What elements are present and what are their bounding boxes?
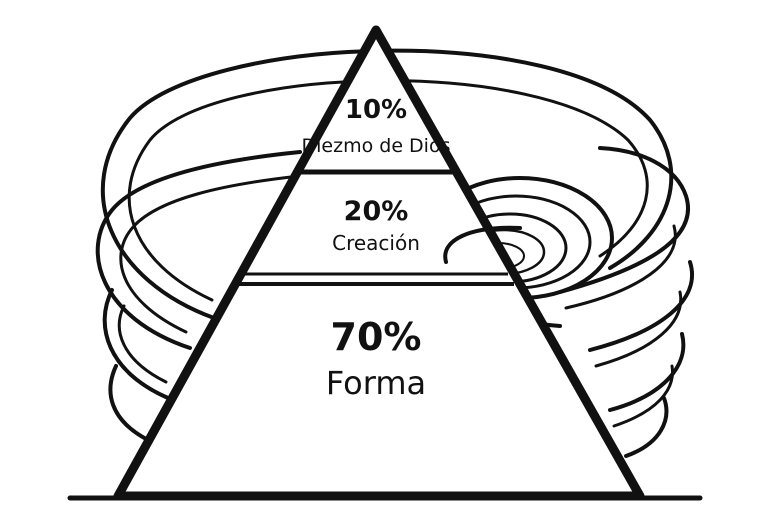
- spiral-ribbon-front: [443, 225, 522, 264]
- pyramid: [67, 25, 703, 501]
- spiral-right-ring-3: [608, 332, 686, 412]
- spiral-loop-top-inner: [127, 79, 649, 302]
- tier-middle-percent: 20%: [344, 196, 409, 227]
- spiral-right-ring-3-inner: [612, 364, 674, 428]
- spiral-right-ring-1: [558, 146, 690, 294]
- tier-middle-label: Creación: [332, 231, 420, 255]
- spiral-loop-third: [102, 288, 170, 400]
- tier-bottom-label: Forma: [326, 364, 426, 402]
- tier-top: 10% Diezmo de Dios: [302, 95, 451, 157]
- spiral-loop-second: [95, 150, 302, 350]
- spiral-loop-low: [108, 364, 150, 442]
- spiral-right-ring-1-inner: [564, 224, 677, 310]
- spiral-loop-top-outer: [100, 48, 674, 320]
- spiral-front-strand: [443, 225, 522, 264]
- spiral-loop-third-inner: [117, 304, 168, 384]
- tier-top-label: Diezmo de Dios: [302, 135, 451, 157]
- tier-top-percent: 10%: [345, 95, 407, 125]
- tier-bottom-percent: 70%: [331, 315, 422, 359]
- spiral-loop-second-inner: [119, 174, 302, 334]
- spiral-right-ring-4: [624, 396, 669, 458]
- tier-bottom: 70% Forma: [326, 315, 426, 402]
- spiral-right-ring-2: [588, 260, 694, 352]
- spiral-ribbon-back: [95, 48, 694, 458]
- spiral-right-ring-2-inner: [594, 290, 683, 368]
- tier-middle: 20% Creación: [332, 196, 420, 255]
